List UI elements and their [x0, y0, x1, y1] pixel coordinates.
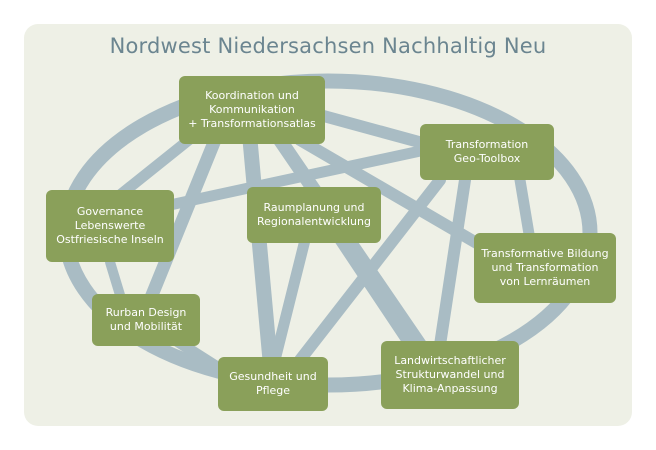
connector-koordination-geo	[314, 109, 436, 151]
connector-governance-geo	[164, 144, 431, 211]
node-koordination: Koordination und Kommunikation + Transfo…	[179, 76, 325, 144]
connector-raumplanung-landwirtschaft	[334, 234, 416, 351]
node-raumplanung: Raumplanung und Regionalentwicklung	[247, 187, 381, 243]
connector-geo-landwirtschaft	[434, 174, 471, 351]
node-rurban: Rurban Design und Mobilität	[92, 294, 200, 346]
connector-koordination-governance	[114, 129, 201, 201]
node-governance: Governance Lebenswerte Ostfriesische Ins…	[46, 190, 174, 262]
connector-koordination-gesundheit	[242, 132, 278, 368]
connector-raumplanung-gesundheit	[269, 234, 311, 366]
connector-koordination-bildung	[294, 134, 486, 251]
diagram-title: Nordwest Niedersachsen Nachhaltig Neu	[109, 34, 547, 58]
connector-geo-bildung	[514, 174, 536, 246]
node-bildung: Transformative Bildung und Transformatio…	[474, 233, 616, 303]
connector-geo-gesundheit	[294, 174, 446, 366]
connector-koordination-rurban	[143, 133, 222, 307]
connector-governance-rurban	[105, 257, 125, 300]
node-geo-toolbox: Transformation Geo-Toolbox	[420, 124, 554, 180]
node-landwirtschaft: Landwirtschaftlicher Strukturwandel und …	[381, 341, 519, 409]
node-gesundheit: Gesundheit und Pflege	[218, 357, 328, 411]
